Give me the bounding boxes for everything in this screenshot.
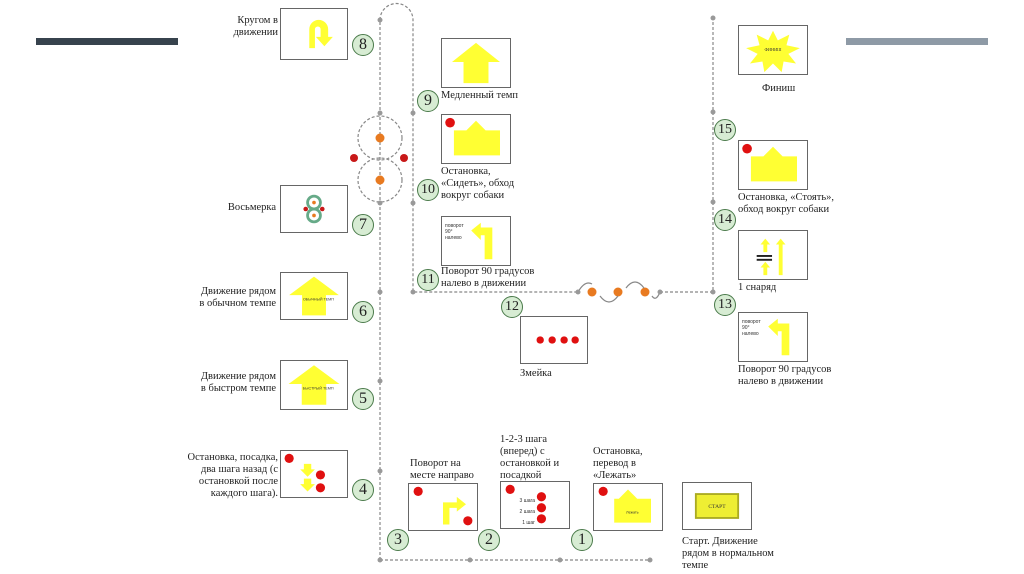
sign-card-14 [738,230,808,280]
sign-card-5: БЫСТРЫЙ ТЕМП [280,360,348,410]
sign-text: БЫСТРЫЙ ТЕМП [303,387,334,391]
step-label-14: 1 снаряд [738,282,777,293]
step-number-5: 5 [352,388,374,410]
figure-eight-top [357,115,403,161]
step-number-4: 4 [352,479,374,501]
step-label-3: Поворот на месте направо [410,458,474,481]
start-label: Старт. Движение рядом в нормальном темпе [682,536,774,571]
snake-cone [640,287,650,297]
step-number-6: 6 [352,301,374,323]
step-label-2: 1-2-3 шага (вперед) с остановкой и посад… [500,434,560,481]
sign-card-13: поворот 90° налево [738,312,808,362]
step-number-7: 7 [352,214,374,236]
snake-cone [587,287,597,297]
sign-text: 3 шага 2 шага 1 шаг [519,498,535,526]
step-label-11: Поворот 90 градусов налево в движении [441,266,535,289]
title-bar-right [846,38,988,45]
step-label-10: Остановка, «Сидеть», обход вокруг собаки [441,166,515,201]
sign-card-8 [280,8,348,60]
sign-card-12 [520,316,588,364]
step-label-15: Остановка, «Стоять», обход вокруг собаки [738,192,834,215]
step-number-11: 11 [417,269,439,291]
step-label-5: Движение рядом в быстром темпе [200,371,276,394]
step-label-7: Восьмерка [227,202,276,213]
step-label-12: Змейка [520,368,552,379]
sign-card-2: 3 шага 2 шага 1 шаг [500,481,570,529]
finish-sign-text: ФИНИШ [764,47,782,52]
step-number-10: 10 [417,179,439,201]
figure-eight-bottom [357,157,403,203]
sign-card-9 [441,38,511,88]
cone [375,175,385,185]
step-label-4: Остановка, посадка, два шага назад (с ос… [187,452,278,499]
step-number-12: 12 [501,296,523,318]
sign-card-15 [738,140,808,190]
step-label-13: Поворот 90 градусов налево в движении [738,364,832,387]
step-number-13: 13 [714,294,736,316]
sign-card-4 [280,450,348,498]
post [350,154,358,162]
sign-text: поворот 90° налево [445,223,464,241]
sign-card-3 [408,483,478,531]
sign-text: поворот 90° налево [742,319,761,337]
post [400,154,408,162]
step-number-9: 9 [417,90,439,112]
step-number-15: 15 [714,119,736,141]
snake-loops [577,281,661,303]
step-number-3: 3 [387,529,409,551]
snake-cone [613,287,623,297]
step-label-9: Медленный темп [441,90,519,101]
step-number-2: 2 [478,529,500,551]
step-label-1: Остановка, перевод в «Лежать» [593,446,643,481]
finish-card: ФИНИШ [738,25,808,75]
sign-card-11: поворот 90° налево [441,216,511,266]
step-label-8: Кругом в движении [233,15,278,38]
finish-label: Финиш [762,83,796,94]
cone [375,133,385,143]
sign-card-1: Лежать [593,483,663,531]
step-label-6: Движение рядом в обычном темпе [199,286,276,309]
step-number-8: 8 [352,34,374,56]
start-sign-text: СТАРТ [708,504,726,510]
step-number-14: 14 [714,209,736,231]
route-right [660,18,714,293]
route-left-vertical [379,2,578,560]
sign-card-10 [441,114,511,164]
sign-card-7 [280,185,348,233]
start-card: СТАРТ [682,482,752,530]
sign-text: ОБЫЧНЫЙ ТЕМП [303,298,334,302]
sign-text: Лежать [626,510,639,514]
sign-card-6: ОБЫЧНЫЙ ТЕМП [280,272,348,320]
title-bar-left [36,38,178,45]
step-number-1: 1 [571,529,593,551]
